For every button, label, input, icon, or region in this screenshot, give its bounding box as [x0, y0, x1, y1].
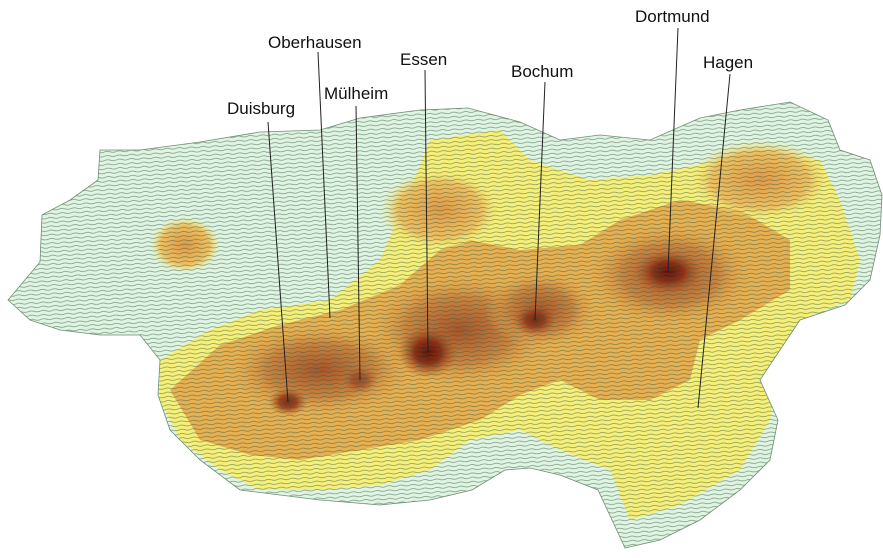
label-hagen: Hagen — [703, 53, 753, 72]
label-bochum: Bochum — [511, 62, 573, 81]
leader-dortmund — [667, 27, 679, 273]
city-labels: Duisburg Oberhausen Mülheim Essen Bochum… — [227, 7, 753, 118]
leader-oberhausen — [317, 51, 331, 319]
label-muelheim: Mülheim — [324, 84, 388, 103]
leader-bochum — [534, 81, 546, 321]
leader-essen — [424, 69, 429, 353]
label-duisburg: Duisburg — [227, 99, 295, 118]
leader-hagen — [697, 73, 731, 409]
label-essen: Essen — [400, 50, 447, 69]
leader-muelheim — [355, 105, 361, 381]
region-outline — [7, 101, 883, 549]
leader-duisburg — [267, 121, 289, 403]
label-oberhausen: Oberhausen — [268, 33, 362, 52]
leader-lines — [267, 27, 731, 409]
label-dortmund: Dortmund — [635, 7, 710, 26]
